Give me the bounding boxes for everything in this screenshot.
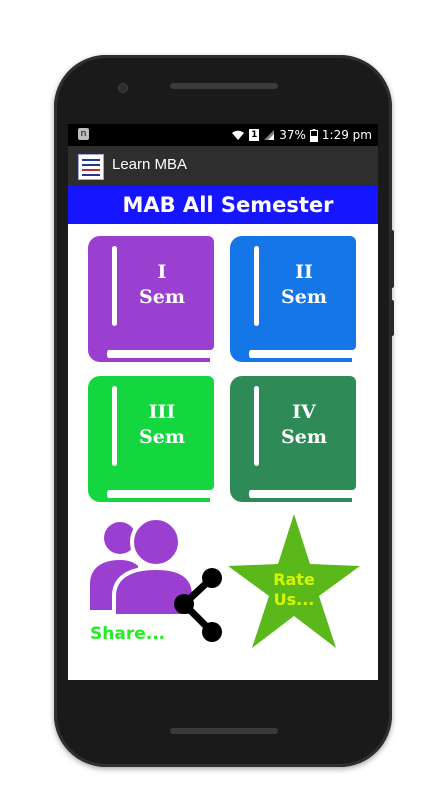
notification-icon: n <box>78 128 89 140</box>
app-title: Learn MBA <box>112 156 188 173</box>
rate-us-label: Rate Us... <box>226 570 362 610</box>
semester-2-button[interactable]: II Sem <box>228 234 358 364</box>
signal-icon <box>264 130 275 140</box>
battery-icon <box>309 128 318 142</box>
semester-label: I Sem <box>116 260 208 310</box>
book-icon <box>230 236 356 362</box>
semester-word: Sem <box>281 286 327 308</box>
people-icon <box>90 516 196 618</box>
star-icon <box>228 514 360 648</box>
power-button[interactable] <box>390 300 394 336</box>
clock: 1:29 pm <box>321 128 372 142</box>
status-indicators: 1 37% 1:29 pm <box>231 127 372 143</box>
semester-word: Sem <box>281 426 327 448</box>
sim-icon: 1 <box>249 129 260 141</box>
status-bar: n 1 37% 1:29 pm <box>68 124 378 146</box>
book-icon <box>88 236 214 362</box>
earpiece-speaker <box>170 83 278 89</box>
bottom-speaker <box>170 728 278 734</box>
rate-label-line1: Rate <box>273 570 315 589</box>
semester-word: Sem <box>139 286 185 308</box>
semester-1-button[interactable]: I Sem <box>86 234 216 364</box>
share-label: Share... <box>90 624 166 644</box>
semester-number: I <box>157 261 167 283</box>
banner: MAB All Semester <box>68 186 378 224</box>
app-logo-icon <box>78 154 104 180</box>
book-icon <box>88 376 214 502</box>
share-button[interactable]: Share... <box>84 512 224 662</box>
wifi-icon <box>232 130 245 140</box>
screen: n 1 37% 1:29 pm Learn MBA MAB All Sem <box>68 124 378 680</box>
share-icon <box>174 568 222 642</box>
banner-title: MAB All Semester <box>122 193 334 217</box>
semester-label: III Sem <box>116 400 208 450</box>
battery-percent: 37% <box>279 128 306 142</box>
rate-label-line2: Us... <box>273 590 315 609</box>
semester-number: III <box>148 401 176 423</box>
rate-us-button[interactable]: Rate Us... <box>226 512 362 656</box>
semester-label: IV Sem <box>258 400 350 450</box>
book-icon <box>230 376 356 502</box>
semester-number: IV <box>292 401 316 423</box>
action-bar: Learn MBA <box>68 146 378 186</box>
volume-button[interactable] <box>390 230 394 288</box>
front-camera <box>118 83 128 93</box>
semester-word: Sem <box>139 426 185 448</box>
semester-label: II Sem <box>258 260 350 310</box>
semester-4-button[interactable]: IV Sem <box>228 374 358 504</box>
semester-3-button[interactable]: III Sem <box>86 374 216 504</box>
semester-number: II <box>295 261 313 283</box>
